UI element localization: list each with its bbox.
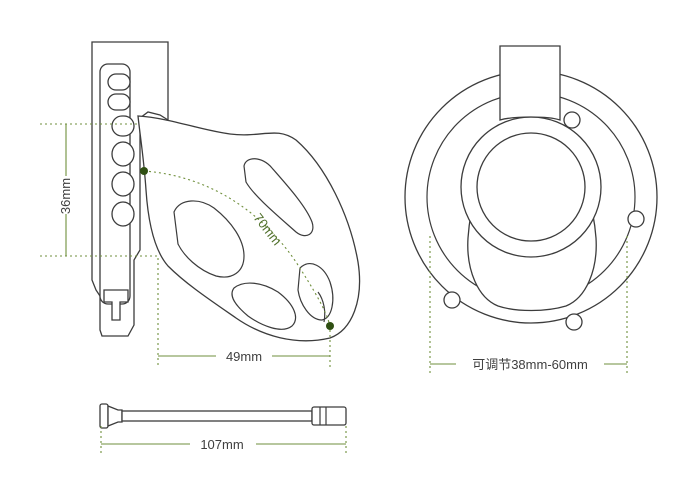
side-view-cage [91,41,361,342]
arc-start-marker [140,167,148,175]
height-dimension: 36mm [40,123,160,257]
base-bars [107,73,135,227]
rod-shaft [121,410,313,422]
rod-length-label: 107mm [200,437,243,452]
cage-slot-2 [173,200,245,278]
rod-head [107,405,123,427]
rod-end [311,406,347,426]
ring-adjust-dimension: 可调节38mm-60mm [429,236,628,376]
cage-body [137,115,361,342]
top-tab [499,45,561,121]
rod-cap [99,403,109,429]
height-label: 36mm [58,178,73,214]
cage-slot-4 [297,263,334,321]
cage-slot-1 [243,158,314,237]
screw-hole-top-right [563,111,581,129]
base-clip [103,289,129,321]
rod-dimension: 107mm [100,426,347,456]
front-view-ring [404,45,658,331]
screw-hole-bottom-right [565,313,583,331]
depth-label: 49mm [226,349,262,364]
rod [99,403,347,429]
cage-slot-3 [231,282,297,330]
cage-tip-slit [317,291,326,323]
ring-adjust-label: 可调节38mm-60mm [472,357,588,372]
depth-dimension: 49mm [157,258,331,368]
screw-hole-right [627,210,645,228]
arc-end-marker [326,322,334,330]
screw-hole-bottom-left [443,291,461,309]
cage-ring-inner [476,132,586,242]
